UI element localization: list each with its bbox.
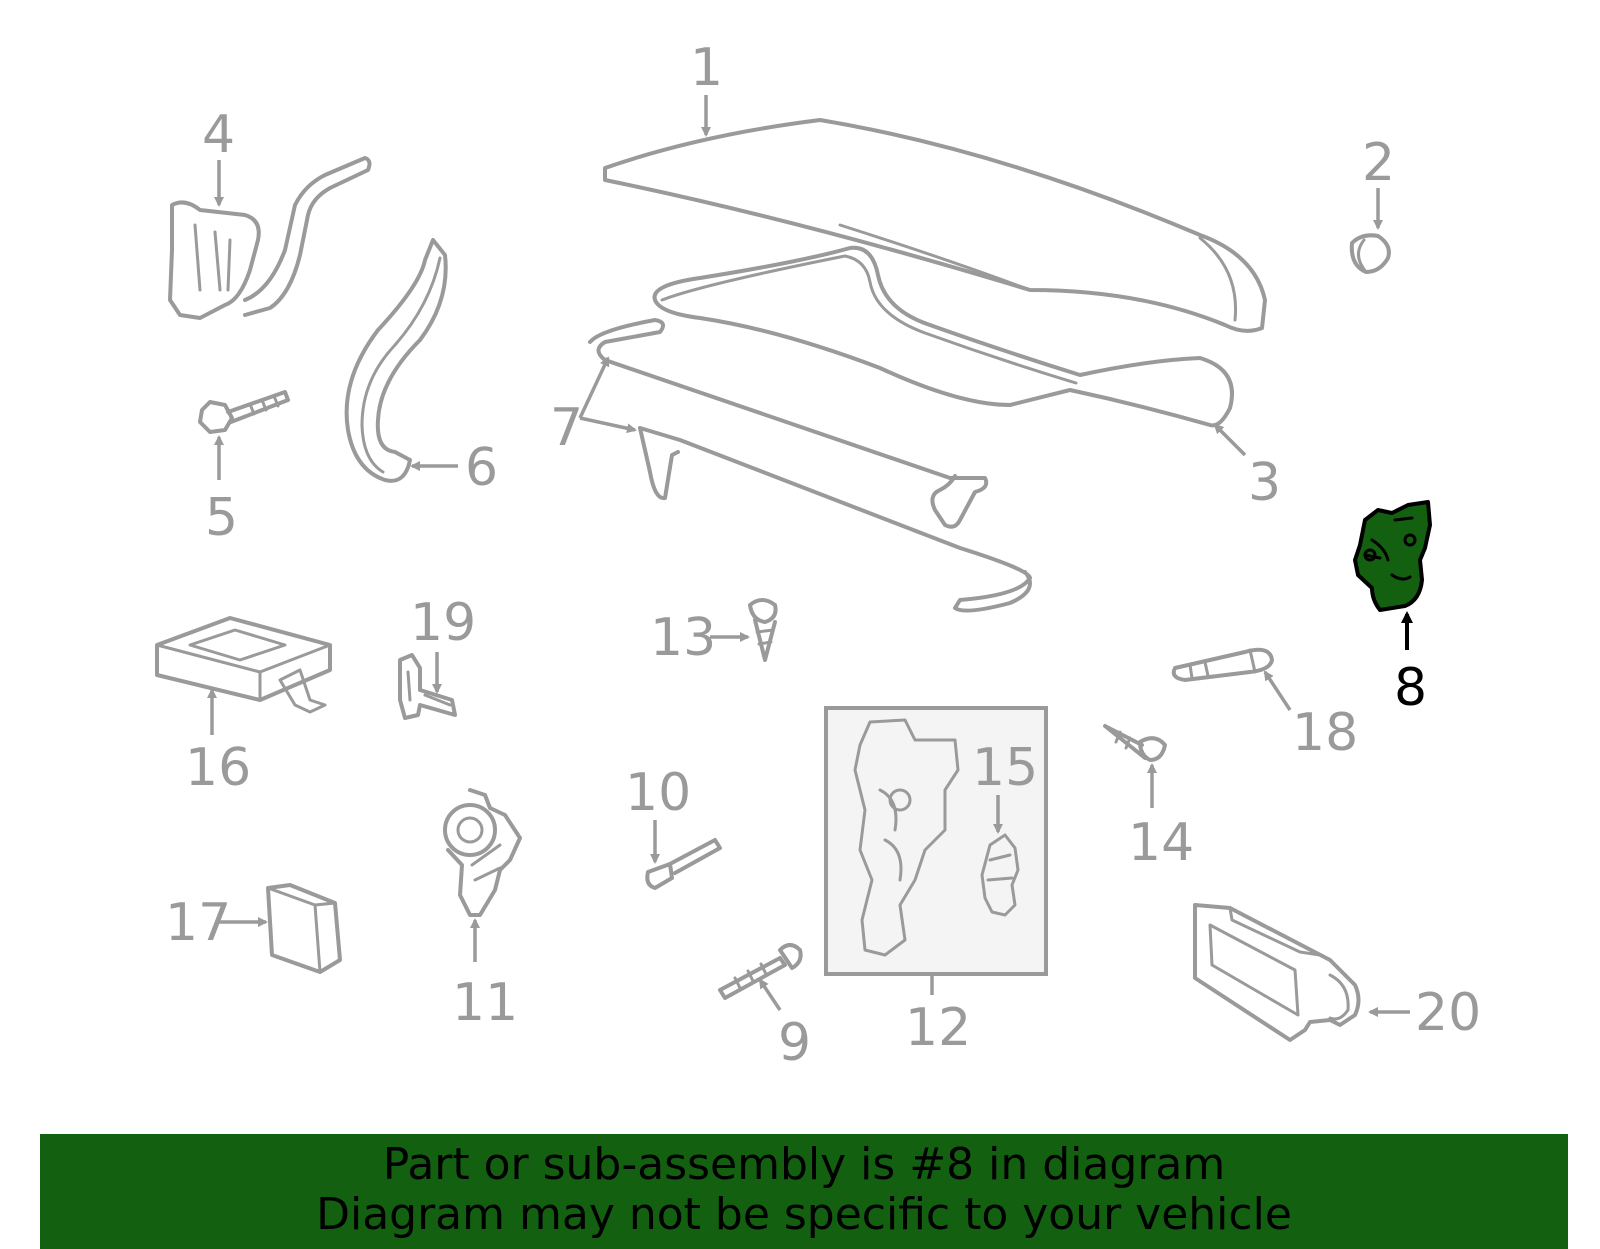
part-10-rivet[interactable] [645,838,722,890]
callout-14: 14 [1128,813,1194,873]
part-2-bumper[interactable] [1349,233,1391,274]
callout-17: 17 [165,893,231,953]
callout-5: 5 [205,488,238,548]
part-6-hinge-cover[interactable] [344,238,448,483]
part-14-screw[interactable] [1103,724,1167,762]
part-13-screw[interactable] [748,598,778,662]
part-8-latch[interactable] [1353,500,1432,612]
callout-4: 4 [202,105,235,165]
callout-6: 6 [465,438,498,498]
leader-3 [1213,423,1247,457]
leader-7a [578,356,610,419]
leader-7b [579,416,637,434]
part-18-actuator[interactable] [1171,647,1274,682]
callout-12: 12 [905,998,971,1058]
part-3-weatherstrip[interactable] [652,245,1234,428]
banner-line-1: Part or sub-assembly is #8 in diagram [382,1139,1226,1190]
leader-9 [758,978,782,1011]
part-17-module[interactable] [266,883,342,974]
leader-18 [1263,670,1292,711]
part-4-hinge[interactable] [168,156,372,320]
callout-15: 15 [972,738,1038,798]
part-11-motor[interactable] [443,788,522,917]
callout-8: 8 [1394,658,1427,718]
part-1-trunk-lid[interactable] [603,118,1267,333]
part-9-bolt[interactable] [718,943,803,1000]
callout-3: 3 [1248,453,1281,513]
callout-7: 7 [550,398,583,458]
part-15-regulator-motor[interactable] [980,833,1020,917]
callout-9: 9 [778,1013,811,1073]
part-7-torsion-bars[interactable] [588,318,1032,613]
part-16-module[interactable] [155,616,332,714]
info-banner: Part or sub-assembly is #8 in diagram Di… [40,1134,1568,1249]
callout-11: 11 [452,973,518,1033]
callout-20: 20 [1415,983,1481,1043]
part-20-lamp[interactable] [1193,903,1361,1042]
callout-18: 18 [1292,703,1358,763]
part-19-bracket[interactable] [398,653,457,720]
callout-2: 2 [1362,133,1395,193]
part-5-bolt[interactable] [198,390,290,434]
callout-16: 16 [185,738,251,798]
callout-13: 13 [650,608,716,668]
callout-1: 1 [690,38,723,98]
callout-10: 10 [625,763,691,823]
callout-19: 19 [410,593,476,653]
banner-line-2: Diagram may not be specific to your vehi… [316,1189,1292,1240]
